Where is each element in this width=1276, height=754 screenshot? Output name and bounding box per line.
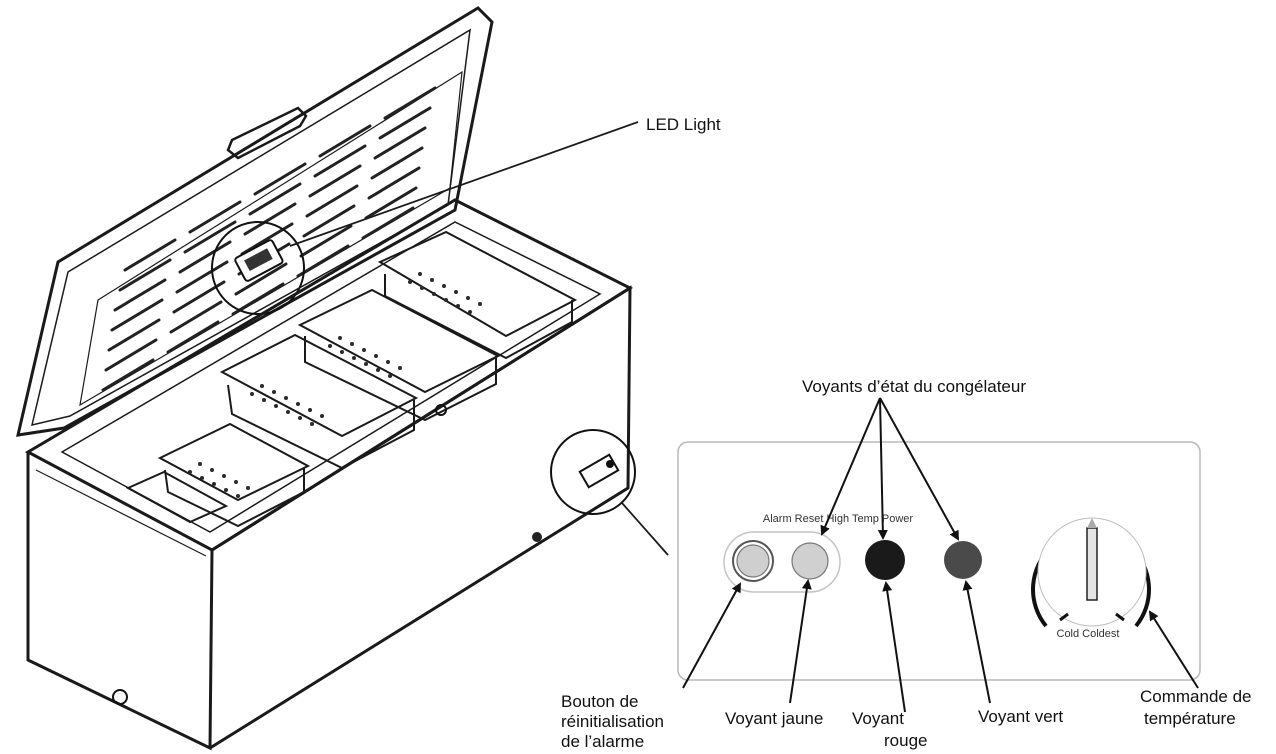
freezer-lid [16, 6, 494, 437]
dial-caption: Cold Coldest [1057, 628, 1120, 640]
dial-pointer-triangle [1087, 518, 1097, 528]
alarm-reset-label-line3: de l’alarme [561, 732, 644, 751]
control-panel-detail: Alarm Reset High Temp Power Cold Coldest [677, 441, 1201, 681]
alarm-reset-label-line2: réinitialisation [561, 712, 664, 731]
lid-vent-slots [101, 86, 437, 392]
led-light-leader [289, 121, 639, 247]
led-light-callout-circle [211, 221, 305, 315]
alarm-reset-label-line1: Bouton de [561, 692, 639, 711]
side-knob [532, 532, 542, 542]
alarm-yellow-group-outline [723, 531, 841, 593]
arrow-to-red [882, 581, 906, 713]
basket-perforations [188, 272, 482, 498]
arrow-status-to-green [879, 397, 959, 541]
arrow-to-yellow [789, 579, 812, 704]
arrow-to-green [962, 580, 991, 704]
green-light-label: Voyant vert [978, 707, 1063, 726]
arrow-status-to-red [877, 397, 888, 540]
led-light-label: LED Light [646, 115, 721, 134]
status-lights-label: Voyants d’état du congélateur [802, 377, 1026, 396]
freezer-baskets [125, 230, 578, 528]
lid-handle [226, 106, 308, 160]
control-panel-callout-circle [550, 429, 636, 515]
yellow-indicator-light [791, 542, 829, 580]
alarm-reset-button[interactable] [732, 540, 774, 582]
red-indicator-light [865, 540, 905, 580]
temp-control-label-line1: Commande de [1140, 687, 1252, 706]
drain-plug [112, 689, 128, 705]
arrow-to-temp-control [1148, 610, 1199, 689]
red-light-label-line1: Voyant [852, 709, 904, 728]
temperature-dial[interactable] [1031, 517, 1151, 628]
temp-control-label-line2: température [1144, 709, 1236, 728]
red-light-label-line2: rouge [884, 731, 927, 750]
control-panel-leader [621, 502, 669, 556]
callout-arrows [682, 397, 1199, 713]
arrow-to-alarm-reset [682, 582, 741, 689]
chest-freezer-illustration [16, 6, 636, 751]
dial-grip [1086, 527, 1098, 601]
arrow-status-to-yellow [820, 397, 881, 536]
green-indicator-light [944, 541, 982, 579]
indicator-caption: Alarm Reset High Temp Power [763, 513, 914, 525]
alarm-reset-button-inner [736, 544, 770, 578]
yellow-light-label: Voyant jaune [725, 709, 823, 728]
